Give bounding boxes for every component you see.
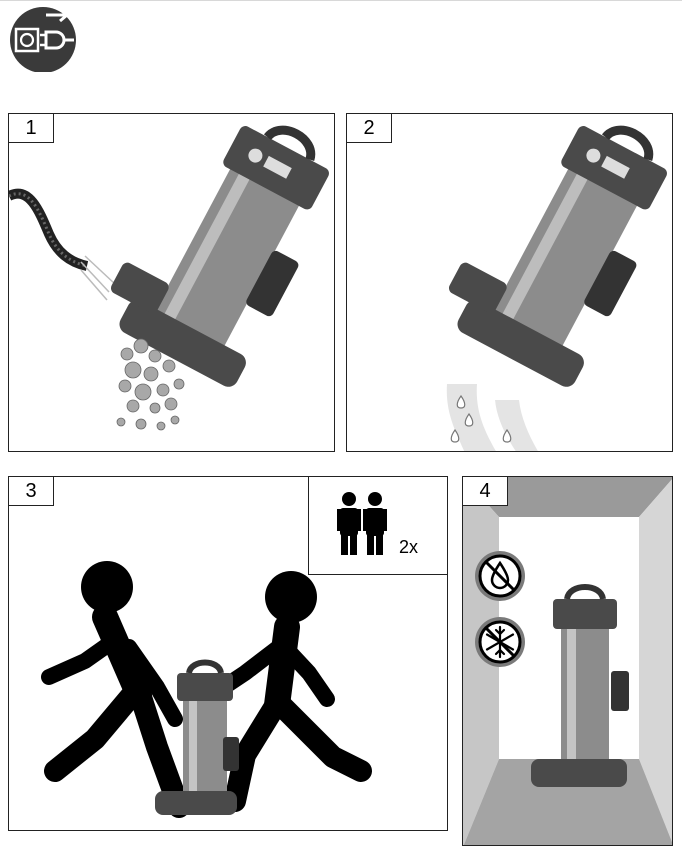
step-panel-4: 4 — [462, 476, 673, 846]
step-panel-2: 2 — [346, 113, 673, 452]
no-water-icon — [475, 551, 525, 601]
step-number: 2 — [347, 114, 392, 143]
two-person-carry-icon — [41, 561, 372, 818]
step-number: 1 — [9, 114, 54, 143]
step-number: 4 — [463, 477, 508, 506]
top-rule — [0, 0, 682, 1]
no-frost-icon — [475, 617, 525, 667]
unplug-before-work-icon — [6, 2, 82, 73]
two-person-icon — [337, 492, 387, 555]
pump-water-icon — [446, 125, 667, 451]
step-panel-1: 1 — [8, 113, 335, 452]
people-count: 2x — [399, 537, 419, 557]
step-panel-3: 3 2x — [8, 476, 448, 831]
pump-debris-icon — [9, 125, 329, 431]
step-number: 3 — [9, 477, 54, 506]
two-person-info-box: 2x — [308, 477, 447, 575]
